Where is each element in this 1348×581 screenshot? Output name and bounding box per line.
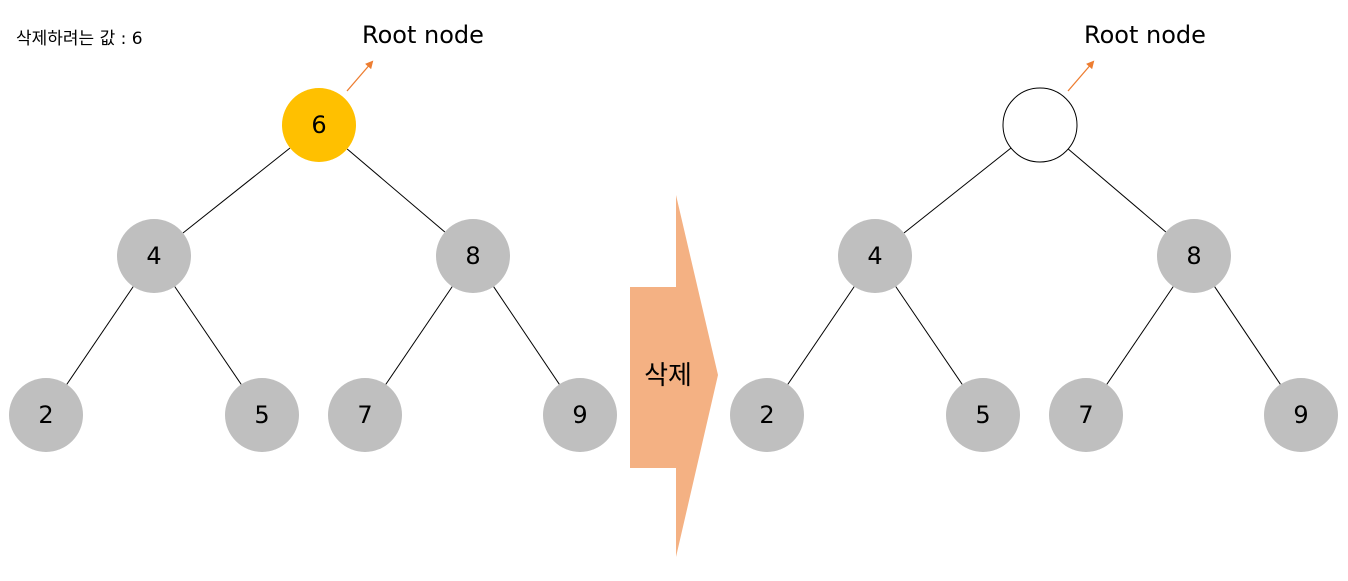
root-pointer-arrow-after <box>1067 60 1095 92</box>
tree-node-2-after: 2 <box>730 378 804 452</box>
node-circle <box>1157 219 1231 293</box>
edge-n6-n8-after <box>1067 148 1167 233</box>
node-value: 2 <box>759 401 774 429</box>
tree-node-9-after: 9 <box>1264 378 1338 452</box>
tree-node-6-before: 6 <box>282 88 356 162</box>
node-value: 9 <box>1293 401 1308 429</box>
node-circle <box>9 378 83 452</box>
node-circle <box>730 378 804 452</box>
node-value: 4 <box>146 242 161 270</box>
tree-node-5-before: 5 <box>225 378 299 452</box>
node-circle <box>946 378 1020 452</box>
tree-edges-before <box>66 147 560 385</box>
node-value: 5 <box>975 401 990 429</box>
node-circle <box>225 378 299 452</box>
node-value: 8 <box>465 242 480 270</box>
tree-before: Root node 6 4 8 2 5 7 9 <box>9 21 617 452</box>
tree-nodes-after: 4 8 2 5 7 9 <box>730 87 1338 452</box>
tree-node-4-after: 4 <box>838 219 912 293</box>
node-value: 8 <box>1186 242 1201 270</box>
tree-edges-after <box>787 147 1281 385</box>
tree-nodes-before: 6 4 8 2 5 7 9 <box>9 88 617 452</box>
edge-n4-n5-after <box>895 286 963 385</box>
tree-node-2-before: 2 <box>9 378 83 452</box>
node-value: 2 <box>38 401 53 429</box>
root-pointer-arrow-before <box>346 60 374 92</box>
node-value: 5 <box>254 401 269 429</box>
node-circle <box>838 219 912 293</box>
node-circle <box>282 88 356 162</box>
delete-transition-arrow: 삭제 <box>630 195 718 557</box>
node-value: 9 <box>572 401 587 429</box>
tree-node-7-after: 7 <box>1049 378 1123 452</box>
node-value: 6 <box>311 111 326 139</box>
tree-node-empty-after <box>1002 87 1078 163</box>
edge-n4-n5-before <box>174 286 242 385</box>
edge-n8-n9-before <box>493 286 560 385</box>
tree-node-8-before: 8 <box>436 219 510 293</box>
node-circle <box>543 378 617 452</box>
edge-n8-n9-after <box>1214 286 1281 385</box>
node-circle <box>1264 378 1338 452</box>
tree-node-9-before: 9 <box>543 378 617 452</box>
node-circle <box>117 219 191 293</box>
node-value: 4 <box>867 242 882 270</box>
node-value: 7 <box>357 401 372 429</box>
tree-node-4-before: 4 <box>117 219 191 293</box>
root-node-label-after: Root node <box>1084 21 1206 49</box>
node-circle <box>436 219 510 293</box>
node-circle <box>1049 378 1123 452</box>
root-node-label-before: Root node <box>362 21 484 49</box>
edge-n8-n7-before <box>385 286 453 385</box>
edge-n6-n4-after <box>903 147 1012 234</box>
edge-n4-n2-before <box>66 286 134 385</box>
edge-n6-n4-before <box>182 147 291 234</box>
edge-n8-n7-after <box>1106 286 1174 385</box>
tree-node-8-after: 8 <box>1157 219 1231 293</box>
transition-arrow-shape <box>630 195 718 557</box>
tree-after: Root node 4 8 2 5 7 9 <box>730 21 1338 452</box>
node-value: 7 <box>1078 401 1093 429</box>
transition-label: 삭제 <box>644 361 692 391</box>
deletion-caption: 삭제하려는 값 : 6 <box>16 29 143 49</box>
tree-node-5-after: 5 <box>946 378 1020 452</box>
edge-n4-n2-after <box>787 286 855 385</box>
node-circle <box>328 378 402 452</box>
edge-n6-n8-before <box>346 148 446 233</box>
node-circle <box>1002 87 1078 163</box>
tree-node-7-before: 7 <box>328 378 402 452</box>
